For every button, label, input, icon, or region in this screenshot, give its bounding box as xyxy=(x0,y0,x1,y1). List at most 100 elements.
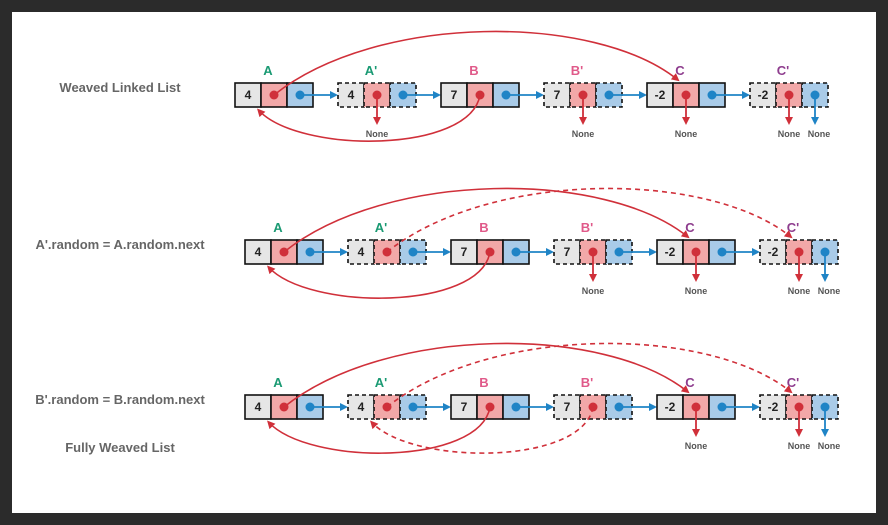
next-pointer-dot xyxy=(305,247,315,257)
value-cell xyxy=(234,82,262,108)
node-c: -2C xyxy=(656,220,760,265)
node-value: 4 xyxy=(255,400,262,414)
next-pointer-dot xyxy=(820,247,830,257)
node-b-prime: 7 B' xyxy=(553,220,657,265)
node-label: A' xyxy=(375,220,387,235)
node-label: A xyxy=(263,63,273,78)
random-link-arrow xyxy=(267,251,491,299)
value-cell xyxy=(244,394,272,420)
none-label: None xyxy=(582,286,605,296)
node-a-prime: 4 A' xyxy=(347,375,451,420)
random-cell xyxy=(373,239,401,265)
none-label: None xyxy=(788,441,811,451)
node-value: 7 xyxy=(461,400,468,414)
none-label: None xyxy=(685,286,708,296)
node-b: 7B xyxy=(450,220,554,265)
node-label: A xyxy=(273,375,283,390)
node-a: 4A xyxy=(244,220,348,265)
none-label: None xyxy=(788,286,811,296)
none-label: None xyxy=(685,441,708,451)
none-label: None xyxy=(366,129,389,139)
value-cell xyxy=(749,82,777,108)
random-link-arrow xyxy=(386,187,793,253)
next-pointer-dot xyxy=(614,247,624,257)
node-label: C' xyxy=(777,63,789,78)
value-cell xyxy=(450,239,478,265)
next-pointer-dot xyxy=(295,90,305,100)
node-value: -2 xyxy=(758,88,769,102)
node-value: 4 xyxy=(358,245,365,259)
node-value: -2 xyxy=(665,400,676,414)
node-label: B xyxy=(479,375,488,390)
node-label: A xyxy=(273,220,283,235)
value-cell xyxy=(646,82,674,108)
node-c: -2 C xyxy=(646,63,750,108)
node-value: 7 xyxy=(461,245,468,259)
node-label: C xyxy=(675,63,685,78)
random-pointer-dot xyxy=(784,90,794,100)
value-cell xyxy=(553,239,581,265)
random-link-arrow xyxy=(267,406,491,454)
node-a: 4A xyxy=(234,63,338,108)
node-label: B xyxy=(469,63,478,78)
next-pointer-dot xyxy=(305,402,315,412)
random-pointer-dot xyxy=(794,402,804,412)
value-cell xyxy=(440,82,468,108)
node-value: 4 xyxy=(348,88,355,102)
random-pointer-dot xyxy=(691,402,701,412)
next-pointer-dot xyxy=(614,402,624,412)
node-value: 4 xyxy=(255,245,262,259)
next-pointer-dot xyxy=(408,402,418,412)
none-label: None xyxy=(818,286,841,296)
random-link-arrow xyxy=(283,187,690,253)
none-label: None xyxy=(572,129,595,139)
random-link-arrow xyxy=(273,30,680,96)
row-sublabel: Fully Weaved List xyxy=(65,440,175,455)
value-cell xyxy=(543,82,571,108)
none-label: None xyxy=(675,129,698,139)
next-pointer-dot xyxy=(707,90,717,100)
node-label: A' xyxy=(375,375,387,390)
node-value: 4 xyxy=(245,88,252,102)
random-link-arrow xyxy=(283,342,690,408)
node-b-prime: 7 B' xyxy=(553,375,657,420)
next-pointer-dot xyxy=(398,90,408,100)
node-a-prime: 4 A' xyxy=(347,220,451,265)
node-label: C xyxy=(685,375,695,390)
node-b: 7B xyxy=(450,375,554,420)
node-label: B' xyxy=(581,220,593,235)
node-label: A' xyxy=(365,63,377,78)
next-pointer-dot xyxy=(501,90,511,100)
next-pointer-dot xyxy=(717,247,727,257)
node-value: -2 xyxy=(768,400,779,414)
value-cell xyxy=(337,82,365,108)
node-value: 7 xyxy=(451,88,458,102)
node-value: -2 xyxy=(655,88,666,102)
node-a: 4A xyxy=(244,375,348,420)
node-label: B' xyxy=(581,375,593,390)
random-pointer-dot xyxy=(794,247,804,257)
node-label: C' xyxy=(787,375,799,390)
row-label: Weaved Linked List xyxy=(59,80,181,95)
node-value: 4 xyxy=(358,400,365,414)
node-value: 7 xyxy=(564,245,571,259)
none-label: None xyxy=(818,441,841,451)
value-cell xyxy=(553,394,581,420)
next-pointer-dot xyxy=(511,402,521,412)
next-pointer-dot xyxy=(810,90,820,100)
node-b: 7B xyxy=(440,63,544,108)
random-pointer-dot xyxy=(372,90,382,100)
random-pointer-dot xyxy=(578,90,588,100)
node-value: 7 xyxy=(564,400,571,414)
random-link-arrow xyxy=(370,406,594,454)
node-value: -2 xyxy=(768,245,779,259)
node-label: B' xyxy=(571,63,583,78)
random-pointer-dot xyxy=(588,247,598,257)
node-label: C xyxy=(685,220,695,235)
random-pointer-dot xyxy=(681,90,691,100)
random-pointer-dot xyxy=(691,247,701,257)
